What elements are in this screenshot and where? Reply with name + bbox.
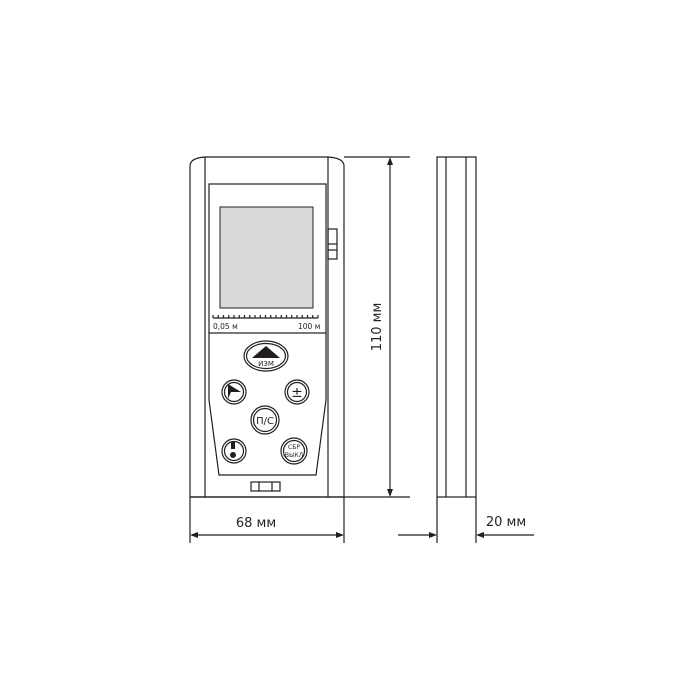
scale-max-label: 100 м	[298, 322, 320, 331]
width-label: 68 мм	[236, 516, 276, 531]
scale-min-label: 0,05 м	[213, 322, 238, 331]
keypad-panel	[208, 333, 327, 476]
bottom-slot	[250, 481, 281, 492]
clear-label: СБР	[288, 444, 300, 451]
mode-button[interactable]: П/С	[250, 405, 280, 435]
triangle-up-icon	[252, 346, 280, 358]
side-view	[436, 156, 477, 498]
reference-button[interactable]	[221, 379, 247, 405]
height-dimension: 110 мм	[344, 156, 410, 498]
measure-label: ИЗМ	[258, 360, 274, 368]
off-label: ВЫКЛ	[285, 452, 303, 459]
reference-icon	[228, 384, 241, 399]
depth-label: 20 мм	[486, 515, 526, 530]
lcd-screen	[219, 206, 314, 309]
display-panel	[208, 183, 327, 334]
clear-off-button[interactable]: СБР ВЫКЛ	[280, 437, 308, 465]
mode-label: П/С	[256, 416, 274, 427]
height-label: 110 мм	[370, 303, 385, 352]
width-dimension: 68 мм	[189, 497, 345, 543]
plus-minus-label: ±	[291, 385, 303, 401]
light-icon	[231, 442, 235, 449]
front-view: 0,05 м 100 м ИЗМ ± П/С	[189, 156, 345, 498]
depth-dimension: 20 мм	[398, 497, 534, 543]
range-scale	[212, 315, 319, 319]
measure-button[interactable]: ИЗМ	[243, 340, 289, 372]
plus-minus-button[interactable]: ±	[284, 379, 310, 405]
light-button[interactable]	[221, 438, 247, 464]
